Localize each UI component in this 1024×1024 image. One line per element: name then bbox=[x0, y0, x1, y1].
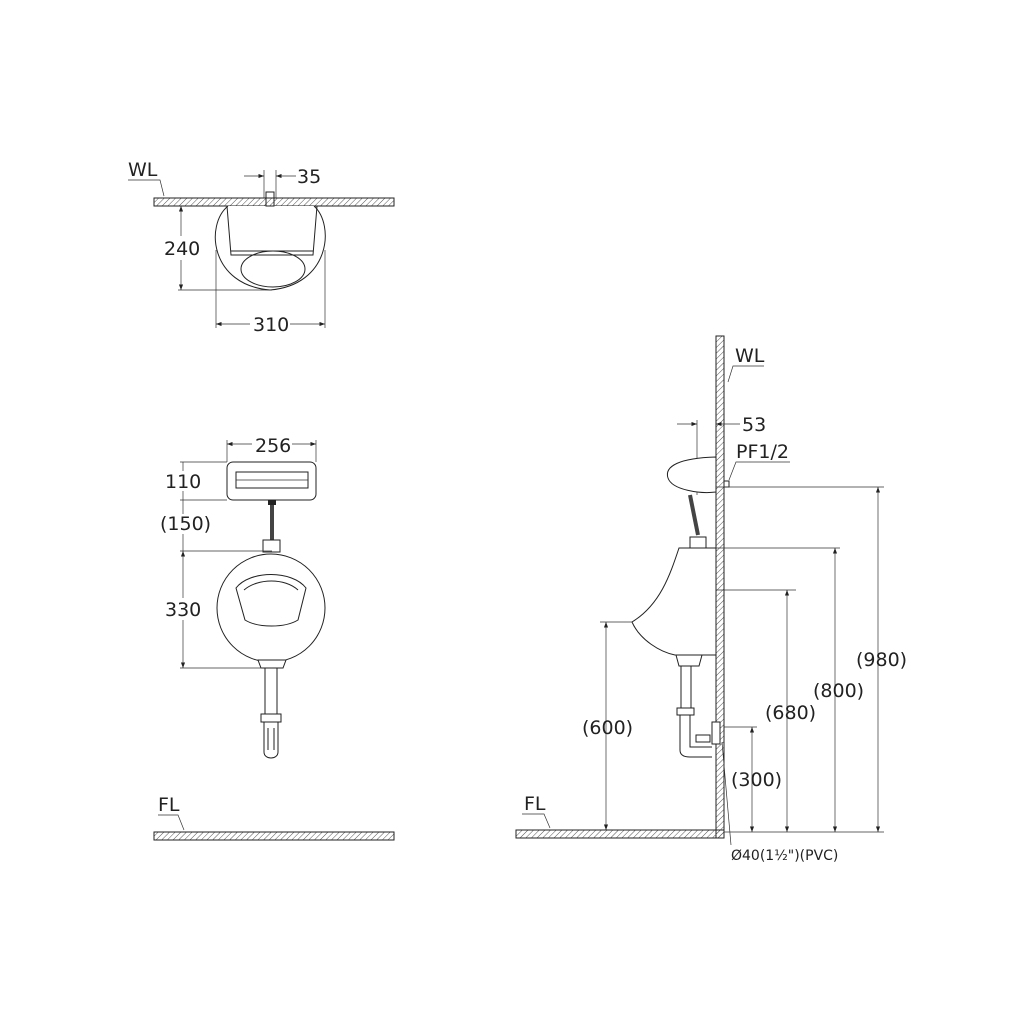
dim-bowl-height: 330 bbox=[165, 599, 201, 621]
floor-label: FL bbox=[158, 794, 180, 816]
dim-inlet: 35 bbox=[297, 166, 321, 188]
outlet-spec: Ø40(1½")(PVC) bbox=[731, 848, 838, 864]
dim-gap: (150) bbox=[160, 513, 211, 535]
flush-valve-side bbox=[666, 456, 717, 493]
inlet-label: PF1/2 bbox=[736, 441, 789, 463]
side-view: WL 53 PF1/2 (980) (800) (680) (300) (600… bbox=[515, 335, 907, 864]
front-view: 256 110 (150) 330 FL bbox=[153, 434, 395, 841]
dim-depth: 240 bbox=[164, 238, 200, 260]
floor-front bbox=[153, 831, 395, 841]
dim-projection: 53 bbox=[742, 414, 766, 436]
dim-flush-height: 110 bbox=[165, 471, 201, 493]
urinal-front bbox=[216, 553, 326, 663]
dim-spud: (680) bbox=[765, 702, 816, 724]
urinal-side bbox=[631, 547, 717, 656]
floor-side bbox=[515, 829, 725, 839]
top-view: WL 35 240 310 bbox=[128, 159, 395, 336]
dim-width: 310 bbox=[253, 314, 289, 336]
dim-top: (800) bbox=[813, 680, 864, 702]
wall-label-side: WL bbox=[735, 345, 765, 367]
dim-flush-width: 256 bbox=[255, 435, 291, 457]
flush-valve bbox=[226, 461, 317, 501]
floor-label-side: FL bbox=[524, 793, 546, 815]
bowl-outline bbox=[214, 205, 326, 291]
dim-supply: (980) bbox=[856, 649, 907, 671]
wall-side bbox=[715, 335, 725, 839]
dim-rim: (600) bbox=[582, 717, 633, 739]
dim-outlet: (300) bbox=[731, 769, 782, 791]
wall-label: WL bbox=[128, 159, 158, 181]
